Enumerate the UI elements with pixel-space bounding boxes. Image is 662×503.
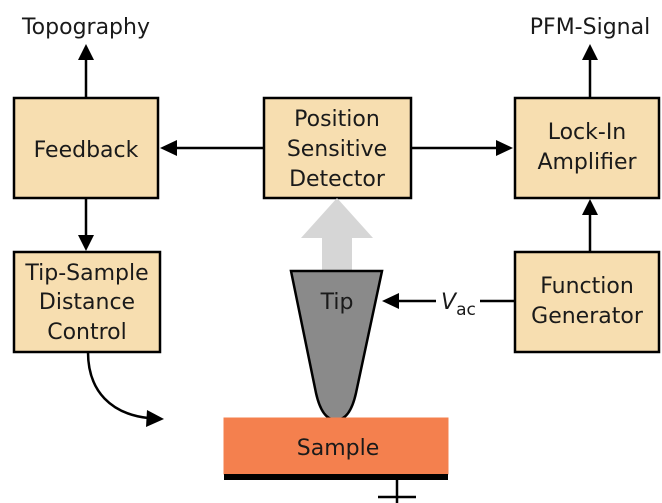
sample-label: Sample <box>297 436 380 461</box>
tip-sample-distance-control-box <box>12 250 162 354</box>
arrow-funcgen-to-lockin <box>582 199 598 252</box>
tsdc-label-line2: Distance <box>39 290 135 315</box>
funcgen-label-line1: Function <box>540 274 634 299</box>
function-generator-box <box>513 250 661 354</box>
tsdc-label-line1: Tip-Sample <box>24 261 148 286</box>
position-sensitive-detector-box <box>262 96 413 200</box>
feedback-box <box>12 96 160 200</box>
arrow-feedback-to-topography <box>78 44 94 98</box>
psd-label-line1: Position <box>294 107 380 132</box>
lockin-label-line1: Lock-In <box>548 120 627 145</box>
vac-subscript: ac <box>456 300 476 320</box>
vac-label: Vac <box>441 290 476 320</box>
reflected-beam-arrow <box>301 198 373 270</box>
feedback-label: Feedback <box>34 138 139 163</box>
lock-in-amplifier-box <box>513 96 661 200</box>
topography-label: Topography <box>21 15 150 40</box>
psd-label-line2: Sensitive <box>287 137 387 162</box>
arrow-psd-to-lockin <box>411 140 513 156</box>
tip-label: Tip <box>320 290 354 315</box>
ground-symbol <box>378 480 416 503</box>
arrow-funcgen-to-tip <box>382 293 515 309</box>
sample-bottom-electrode <box>224 474 448 480</box>
arrow-tsdc-to-sample <box>86 351 164 427</box>
arrow-psd-to-feedback <box>160 140 264 156</box>
funcgen-label-line2: Generator <box>531 304 644 329</box>
vac-symbol: V <box>441 290 458 315</box>
psd-label-line3: Detector <box>289 167 386 192</box>
arrow-lockin-to-pfm <box>582 44 598 98</box>
lockin-label-line2: Amplifier <box>537 150 637 175</box>
arrow-feedback-to-tsdc <box>78 198 94 251</box>
sample-block <box>223 417 449 475</box>
tsdc-label-line3: Control <box>47 320 127 345</box>
pfm-signal-label: PFM-Signal <box>530 15 650 40</box>
